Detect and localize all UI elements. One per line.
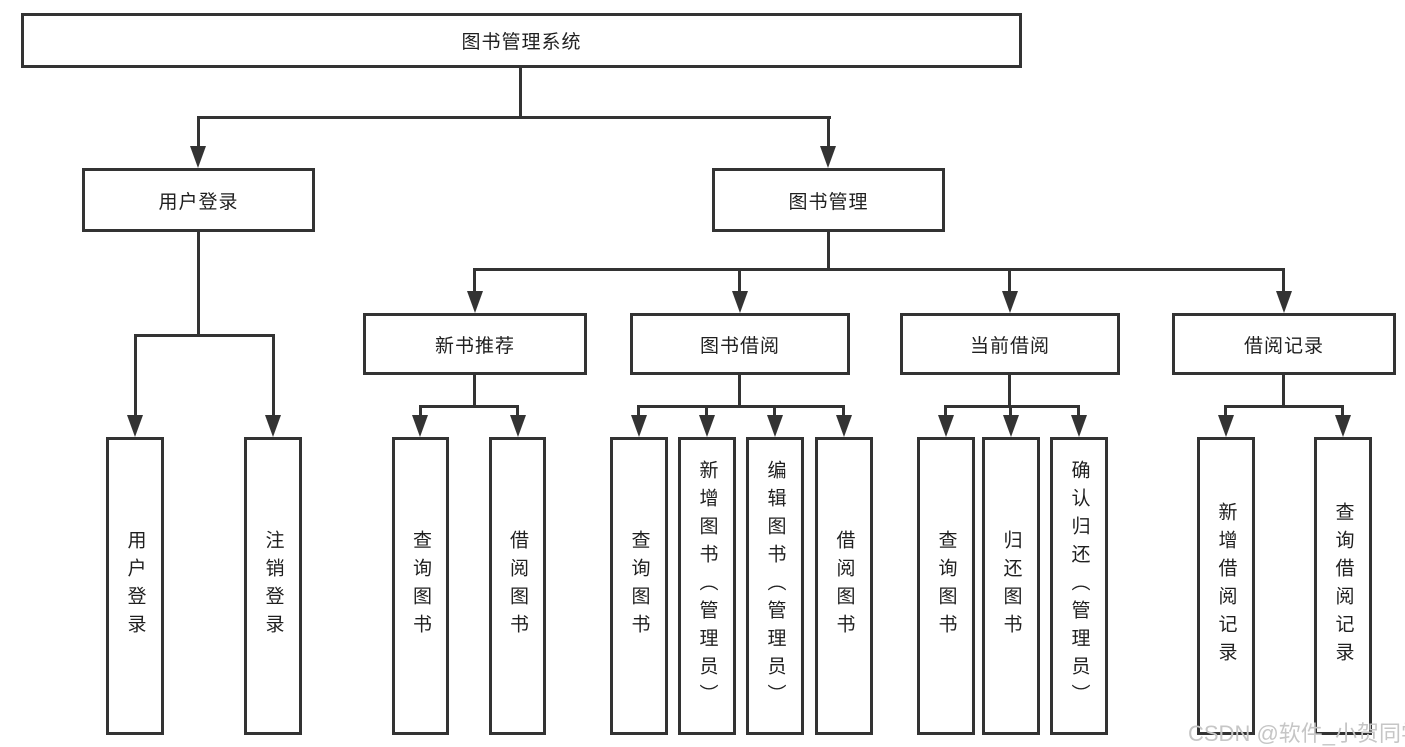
connector-vline bbox=[272, 334, 275, 415]
connector-hline bbox=[419, 405, 519, 408]
connector-vline bbox=[473, 375, 476, 408]
node-label: 查询图书 bbox=[410, 530, 431, 642]
node-label: 新增图书（管理员） bbox=[696, 460, 718, 712]
node-box-current-borrow: 当前借阅 bbox=[900, 313, 1120, 375]
node-box-borrow-records: 借阅记录 bbox=[1172, 313, 1396, 375]
connector-vline bbox=[827, 232, 830, 271]
node-box-new-book-recommend: 新书推荐 bbox=[363, 313, 587, 375]
connector-vline bbox=[1341, 405, 1344, 415]
arrow-down-icon bbox=[820, 146, 836, 168]
leaf-box-borrow-books-1: 借阅图书 bbox=[489, 437, 546, 735]
connector-vline bbox=[1008, 268, 1011, 291]
arrow-down-icon bbox=[938, 415, 954, 437]
arrow-down-icon bbox=[1218, 415, 1234, 437]
node-label: 确认归还（管理员） bbox=[1068, 460, 1090, 712]
connector-vline bbox=[519, 68, 522, 117]
arrow-down-icon bbox=[767, 415, 783, 437]
connector-vline bbox=[197, 116, 200, 146]
arrow-down-icon bbox=[265, 415, 281, 437]
connector-vline bbox=[637, 405, 640, 415]
leaf-box-query-borrow-record: 查询借阅记录 bbox=[1314, 437, 1372, 735]
arrow-down-icon bbox=[1071, 415, 1087, 437]
arrow-down-icon bbox=[190, 146, 206, 168]
arrow-down-icon bbox=[1003, 415, 1019, 437]
leaf-box-query-books-2: 查询图书 bbox=[610, 437, 668, 735]
node-box-book-borrow: 图书借阅 bbox=[630, 313, 850, 375]
connector-vline bbox=[827, 116, 830, 146]
node-label: 注销登录 bbox=[262, 530, 284, 642]
leaf-box-return-books: 归还图书 bbox=[982, 437, 1040, 735]
arrow-down-icon bbox=[127, 415, 143, 437]
connector-vline bbox=[1224, 405, 1227, 415]
arrow-down-icon bbox=[510, 415, 526, 437]
node-label: 借阅图书 bbox=[507, 530, 528, 642]
connector-vline bbox=[738, 375, 741, 408]
arrow-down-icon bbox=[1002, 291, 1018, 313]
connector-vline bbox=[944, 405, 947, 415]
node-label: 新书推荐 bbox=[434, 335, 515, 357]
connector-vline bbox=[134, 334, 137, 415]
connector-hline bbox=[1225, 405, 1344, 408]
connector-vline bbox=[1282, 375, 1285, 408]
connector-hline bbox=[134, 334, 275, 337]
arrow-down-icon bbox=[631, 415, 647, 437]
leaf-box-logout: 注销登录 bbox=[244, 437, 302, 735]
node-box-book-management: 图书管理 bbox=[712, 168, 945, 232]
connector-vline bbox=[516, 405, 519, 415]
leaf-box-query-books-1: 查询图书 bbox=[392, 437, 449, 735]
node-label: 当前借阅 bbox=[969, 335, 1050, 357]
connector-vline bbox=[197, 232, 200, 337]
node-label: 图书借阅 bbox=[699, 335, 780, 357]
arrow-down-icon bbox=[1335, 415, 1351, 437]
leaf-box-add-borrow-record: 新增借阅记录 bbox=[1197, 437, 1255, 735]
connector-hline bbox=[638, 405, 845, 408]
csdn-watermark: CSDN @软件_小贺同学 bbox=[1188, 721, 1405, 746]
node-label: 查询图书 bbox=[935, 530, 957, 642]
connector-vline bbox=[473, 268, 476, 291]
arrow-down-icon bbox=[467, 291, 483, 313]
arrow-down-icon bbox=[836, 415, 852, 437]
connector-vline bbox=[419, 405, 422, 415]
leaf-box-confirm-return-admin: 确认归还（管理员） bbox=[1050, 437, 1108, 735]
node-label: 编辑图书（管理员） bbox=[764, 460, 786, 712]
connector-vline bbox=[1077, 405, 1080, 415]
leaf-box-user-login: 用户登录 bbox=[106, 437, 164, 735]
connector-vline bbox=[842, 405, 845, 415]
node-label: 查询借阅记录 bbox=[1332, 502, 1354, 670]
connector-vline bbox=[738, 268, 741, 291]
node-label: 新增借阅记录 bbox=[1215, 502, 1237, 670]
arrow-down-icon bbox=[412, 415, 428, 437]
node-label: 用户登录 bbox=[158, 191, 239, 213]
node-label: 图书管理 bbox=[788, 191, 869, 213]
connector-vline bbox=[1282, 268, 1285, 291]
connector-hline bbox=[197, 116, 831, 119]
node-box-user-login: 用户登录 bbox=[82, 168, 315, 232]
arrow-down-icon bbox=[732, 291, 748, 313]
connector-hline bbox=[475, 268, 1285, 271]
arrow-down-icon bbox=[1276, 291, 1292, 313]
node-label: 用户登录 bbox=[124, 530, 146, 642]
connector-hline bbox=[945, 405, 1080, 408]
leaf-box-query-books-3: 查询图书 bbox=[917, 437, 975, 735]
arrow-down-icon bbox=[699, 415, 715, 437]
leaf-box-add-books-admin: 新增图书（管理员） bbox=[678, 437, 736, 735]
node-label: 图书管理系统 bbox=[461, 32, 582, 53]
node-label: 借阅记录 bbox=[1243, 335, 1324, 357]
node-label: 借阅图书 bbox=[833, 530, 855, 642]
node-label: 归还图书 bbox=[1000, 530, 1022, 642]
connector-vline bbox=[705, 405, 708, 415]
connector-vline bbox=[1008, 375, 1011, 408]
node-box-root: 图书管理系统 bbox=[21, 13, 1022, 68]
node-label: 查询图书 bbox=[628, 530, 650, 642]
leaf-box-borrow-books-2: 借阅图书 bbox=[815, 437, 873, 735]
leaf-box-edit-books-admin: 编辑图书（管理员） bbox=[746, 437, 804, 735]
connector-vline bbox=[773, 405, 776, 415]
connector-vline bbox=[1009, 405, 1012, 415]
